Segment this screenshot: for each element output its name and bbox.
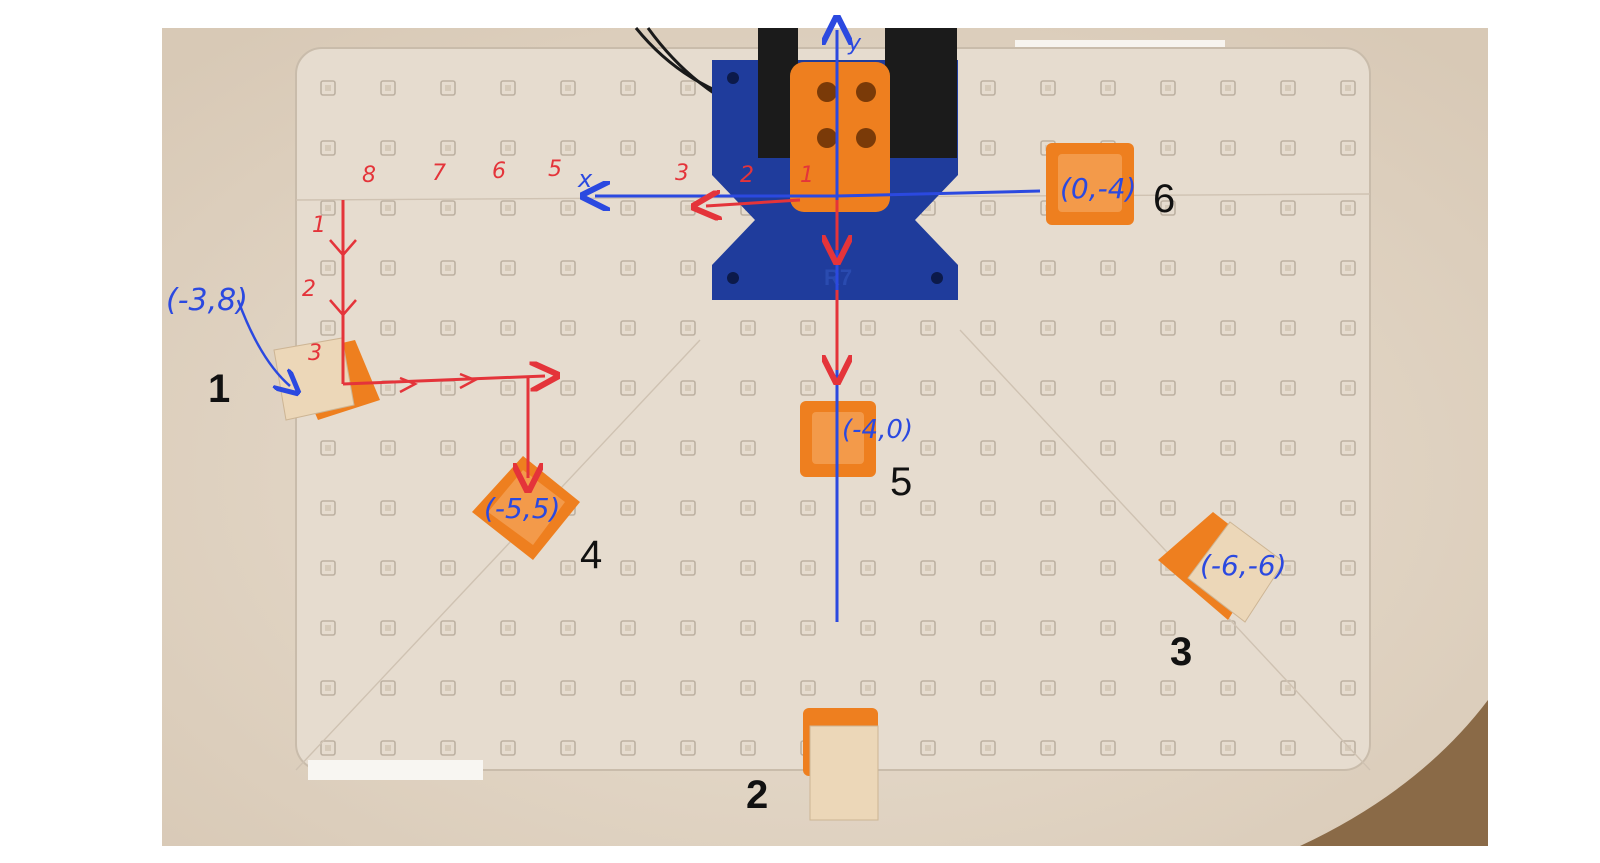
y-tick-1: 1: [312, 213, 326, 238]
coord-block-3: (-6,-6): [1200, 549, 1287, 582]
pointer-to-block-1: [236, 299, 290, 386]
x-tick-5: 5: [548, 157, 562, 182]
x-tick-1: 1: [800, 163, 814, 188]
coord-block-1: (-3,8): [166, 283, 248, 318]
red-path-right: [342, 376, 545, 384]
label-block-2: 2: [746, 773, 768, 817]
x-axis-label: x: [577, 165, 593, 193]
y-tick-2: 2: [302, 277, 316, 302]
red-path-left: [706, 200, 801, 206]
x-tick-6: 6: [492, 159, 506, 184]
block-2: [803, 708, 879, 821]
guide-line: [295, 339, 701, 771]
block-4: [472, 456, 580, 560]
coord-block-5: (-4,0): [842, 415, 913, 445]
coord-block-4: (-5,5): [484, 492, 560, 525]
label-block-6: 6: [1153, 177, 1175, 221]
y-tick-3: 3: [308, 341, 322, 366]
axis-to-block-6: [836, 189, 1041, 198]
block-3: [1158, 512, 1285, 623]
coord-block-6: (0,-4): [1060, 172, 1136, 205]
y-axis-label: y: [847, 31, 862, 56]
label-block-1: 1: [208, 367, 230, 411]
x-tick-3: 3: [675, 161, 689, 186]
x-tick-8: 8: [362, 163, 376, 188]
label-block-5: 5: [890, 460, 912, 504]
robot-arm-right: [885, 28, 957, 158]
block-1: [273, 337, 380, 421]
label-block-4: 4: [580, 533, 602, 577]
x-tick-7: 7: [432, 161, 446, 186]
block-6: [1046, 143, 1134, 225]
guide-line: [959, 329, 1371, 771]
glare-bottom: [308, 760, 483, 780]
label-block-3: 3: [1170, 630, 1192, 674]
x-tick-2: 2: [740, 163, 754, 188]
table-edge: [1300, 700, 1488, 846]
